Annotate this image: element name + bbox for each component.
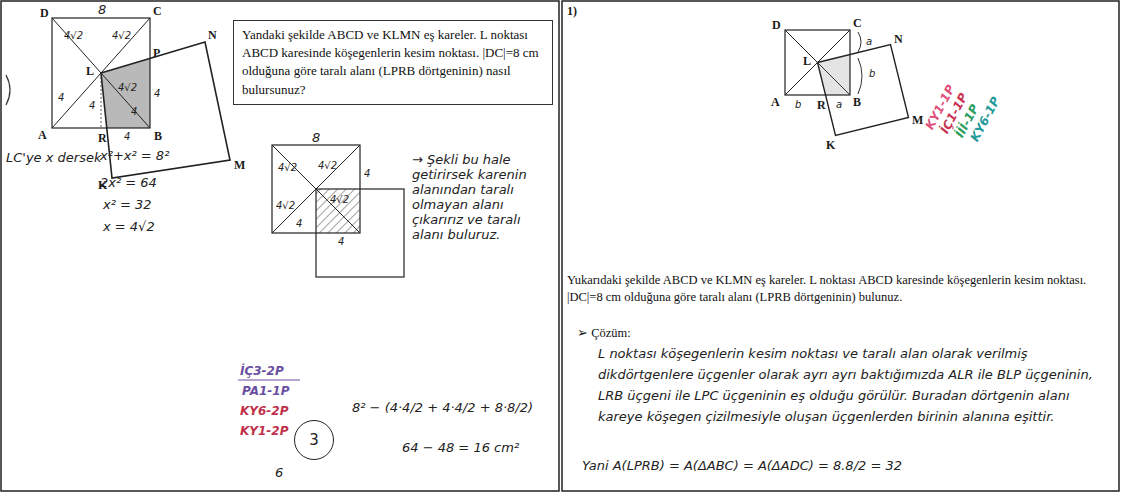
point-label: N: [208, 28, 217, 43]
solution-result: Yani A(LPRB) = A(ΔABC) = A(ΔADC) = 8.8/2…: [582, 458, 902, 473]
grade-mark: KY6-2P: [240, 404, 288, 418]
dimension: 4√2: [276, 200, 295, 211]
handwritten-note: LC'ye x dersek: [6, 150, 101, 165]
equation: 8² − (4·4/2 + 4·4/2 + 8·8/2): [352, 400, 533, 415]
handwritten-note: → Şekli bu hale getirirsek karenin alanı…: [412, 152, 550, 242]
point-label: M: [234, 158, 245, 173]
side-label: b: [795, 99, 801, 110]
square-klmn: [316, 189, 404, 277]
point-label: N: [894, 32, 903, 47]
point-label: D: [40, 6, 49, 21]
side-label: a: [836, 99, 842, 110]
equation: 64 − 48 = 16 cm²: [402, 440, 519, 455]
point-label: R: [817, 98, 826, 113]
square-klmn: [818, 45, 909, 136]
point-label: B: [154, 129, 162, 144]
dimension: 4: [338, 236, 344, 247]
point-label: L: [803, 54, 811, 69]
point-label: C: [153, 4, 162, 19]
diagonal: [52, 18, 150, 128]
square-klmn: [101, 42, 230, 178]
dimension: 4: [364, 168, 370, 179]
point-label: C: [853, 16, 862, 31]
equation: 2x² = 64: [100, 175, 157, 190]
point-label: A: [38, 128, 47, 143]
solution-text: L noktası köşegenlerin kesim noktası ve …: [598, 343, 1110, 427]
dimension: 4: [89, 100, 95, 111]
helper-line: [818, 63, 851, 96]
equation: x²+x² = 8²: [100, 148, 169, 163]
panel-frame: [1, 1, 559, 491]
dimension: 4√2: [330, 194, 349, 205]
question-number: 1): [567, 4, 577, 19]
dimension: 4: [154, 88, 160, 99]
point-label: M: [912, 113, 923, 128]
point-label: R: [98, 131, 107, 146]
grade-mark: KY1-2P: [240, 424, 288, 438]
page-number: 6: [275, 465, 283, 480]
dimension: 4: [124, 131, 130, 142]
panel-frame: [562, 1, 1119, 491]
node-text: 3: [309, 431, 319, 449]
point-label: B: [853, 95, 861, 110]
solution-heading: ➢ Çözüm:: [577, 325, 631, 342]
dimension: 4√2: [318, 160, 337, 171]
dimension: 4√2: [118, 82, 137, 93]
brace: [858, 58, 862, 94]
underline: [238, 379, 300, 380]
dimension: 8: [98, 2, 106, 17]
hand-mark: [6, 75, 10, 105]
shaded-region: [101, 58, 150, 128]
side-label: a: [866, 36, 872, 47]
grade-mark: İÇ3-2P: [240, 364, 284, 378]
dimension: 8: [312, 130, 320, 145]
point-label: L: [86, 64, 94, 79]
point-label: D: [772, 18, 781, 33]
dimension: 4: [296, 218, 302, 229]
brace: [858, 32, 861, 52]
problem-text: Yukarıdaki şekilde ABCD ve KLMN eş karel…: [567, 272, 1115, 306]
equation: x² = 32: [103, 197, 152, 212]
question-box: Yandaki şekilde ABCD ve KLMN eş kareler.…: [233, 20, 553, 105]
side-label: b: [869, 68, 875, 79]
diagonal: [785, 30, 850, 95]
point-label: A: [771, 95, 780, 110]
equation: x = 4√2: [103, 219, 155, 234]
diagonal: [52, 18, 150, 128]
shaded-region: [818, 55, 851, 96]
point-label: K: [826, 138, 835, 153]
score-circle: 3: [294, 420, 334, 460]
node-text: Yandaki şekilde ABCD ve KLMN eş kareler.…: [242, 26, 544, 99]
point-label: P: [153, 46, 160, 61]
dimension: 4: [58, 92, 64, 103]
dimension: 4√2: [278, 162, 297, 173]
square-abcd: [785, 30, 850, 95]
square-abcd: [52, 18, 150, 128]
helper-line: [101, 73, 102, 128]
dimension: 4√2: [64, 30, 83, 41]
diagonal: [785, 30, 850, 95]
dimension: 4√2: [112, 30, 131, 41]
dimension: 4: [131, 106, 137, 117]
grade-mark: PA1-1P: [242, 384, 289, 398]
